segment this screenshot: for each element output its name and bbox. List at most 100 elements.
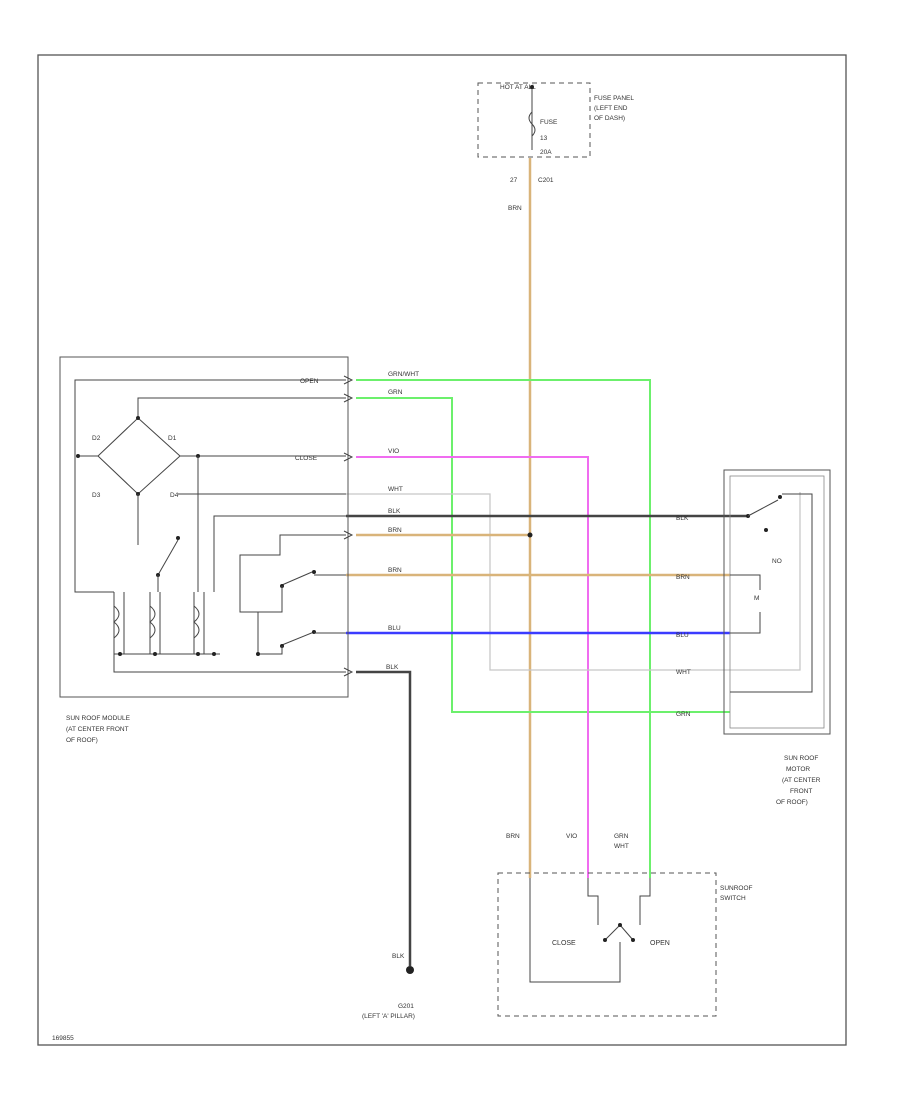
module-int-open-trace [74,379,346,593]
fuse-panel-box [477,82,591,158]
switch-wire-label-wht: WHT [614,843,629,850]
brown-splice [527,532,533,538]
module-int-blk-trace [213,515,346,592]
switch-open-label: OPEN [650,940,670,947]
pin-brn [343,530,354,540]
relay-coil-2 [149,592,161,654]
motor-switch-contact [778,495,782,499]
wire-label-motor-blk: BLK [676,515,689,522]
pin-ground [343,667,354,677]
output-switch-common-1 [258,586,283,613]
fuse-name-label: FUSE [540,119,558,126]
wire-label-vio: VIO [388,448,399,455]
output-switch-2-arm [281,631,315,646]
relay-node-1 [118,652,122,656]
module-int-grn-trace [137,397,346,418]
output-switch-common-2 [257,612,283,655]
diode-label-d3: D3 [92,492,101,499]
switch-open-contact [631,938,635,942]
module-name-line-1: SUN ROOF MODULE [66,715,131,722]
ground-name: G201 [398,1003,414,1010]
motor-name-line-4: FRONT [790,788,812,795]
wire-blk-ground [356,670,412,966]
switch-open-arm [619,924,634,941]
motor-name-line-3: (AT CENTER [782,777,821,784]
switch-wire-label-grn: GRN [614,833,629,840]
sunroof-switch: BRN VIO GRN WHT CLOSE OPEN SUNROOF SWITC… [497,833,753,1017]
fuse-location-line-3: OF DASH) [594,115,625,122]
fuse-number-label: 13 [540,135,548,142]
diode-label-d2: D2 [92,435,101,442]
switch-wire-label-brn: BRN [506,833,520,840]
pin-grn [343,393,354,403]
relay-node-3 [196,652,200,656]
relay-node-2 [153,652,157,656]
output-switch-1-arm [281,571,313,586]
diode-label-d4: D4 [170,492,179,499]
switch-name-line-1: SUNROOF [720,885,753,892]
ground-wire-label: BLK [392,953,405,960]
wire-label-brn-motor: BRN [388,567,402,574]
fuse-feed-label: HOT AT ALL [500,84,536,91]
bridge-left-node [76,454,80,458]
bridge-top-node [136,416,140,420]
wire-grn [356,397,730,713]
relay-bank [113,592,220,656]
module-connector-pins [343,375,354,677]
motor-int-trace-2 [730,574,761,590]
sunroof-motor: NO M BLK BRN BLU WHT GRN SUN ROOF MOTOR … [676,469,831,806]
module-switch-arm [157,539,179,576]
switch-close-arm [604,924,621,941]
switch-close-contact [603,938,607,942]
wire-wht [346,492,801,671]
switch-int-close [587,878,599,925]
relay-coil-3 [193,592,205,654]
motor-name-line-2: MOTOR [786,766,810,773]
wire-label-brn-main: BRN [508,205,522,212]
wire-label-wht: WHT [388,486,403,493]
wire-label-motor-grn: GRN [676,711,691,718]
diode-bridge [97,417,181,495]
wire-label-grn-wht: GRN/WHT [388,371,419,378]
switch-close-label: CLOSE [552,940,576,947]
wire-label-motor-blu: BLU [676,632,689,639]
module-switch-contact [176,536,180,540]
pin-close [343,452,354,462]
switch-int-common [529,878,621,983]
sunroof-module: D2 D1 D3 D4 [59,356,354,744]
output-switch-1-contact [312,570,316,574]
module-pin-close-label: CLOSE [295,455,318,462]
wire-label-grn: GRN [388,389,403,396]
switch-wire-label-vio: VIO [566,833,577,840]
wire-vio [356,456,589,878]
wire-layer [346,158,801,966]
motor-name-line-1: SUN ROOF [784,755,818,762]
switch-name-line-2: SWITCH [720,895,746,902]
footer-code: 169855 [52,1035,74,1042]
fuse-feed-node [530,85,534,89]
motor-switch-label: NO [772,558,782,565]
module-pin-open-label: OPEN [300,378,319,385]
motor-int-trace-3 [730,612,761,634]
fuse-location-line-1: FUSE PANEL [594,95,634,102]
wire-label-motor-wht: WHT [676,669,691,676]
module-name-line-2: (AT CENTER FRONT [66,726,129,733]
wire-label-ground-blk: BLK [386,664,399,671]
module-int-brn-trace [239,534,346,613]
diode-label-d1: D1 [168,435,177,442]
diagram-frame [37,54,847,1046]
switch-pivot [618,923,622,927]
wire-label-brn-branch: BRN [388,527,402,534]
switch-int-open [639,878,651,925]
fuse-panel: HOT AT ALL FUSE 13 20A FUSE PANEL (LEFT … [477,82,634,212]
wire-label-motor-brn: BRN [676,574,690,581]
wire-label-blk: BLK [388,508,401,515]
fuse-symbol [528,111,536,137]
motor-outer-box [723,469,831,735]
module-box [59,356,349,698]
motor-symbol-label: M [754,595,759,602]
ground-location: (LEFT 'A' PILLAR) [362,1013,415,1020]
motor-switch-no-contact [764,528,768,532]
wire-label-blu: BLU [388,625,401,632]
